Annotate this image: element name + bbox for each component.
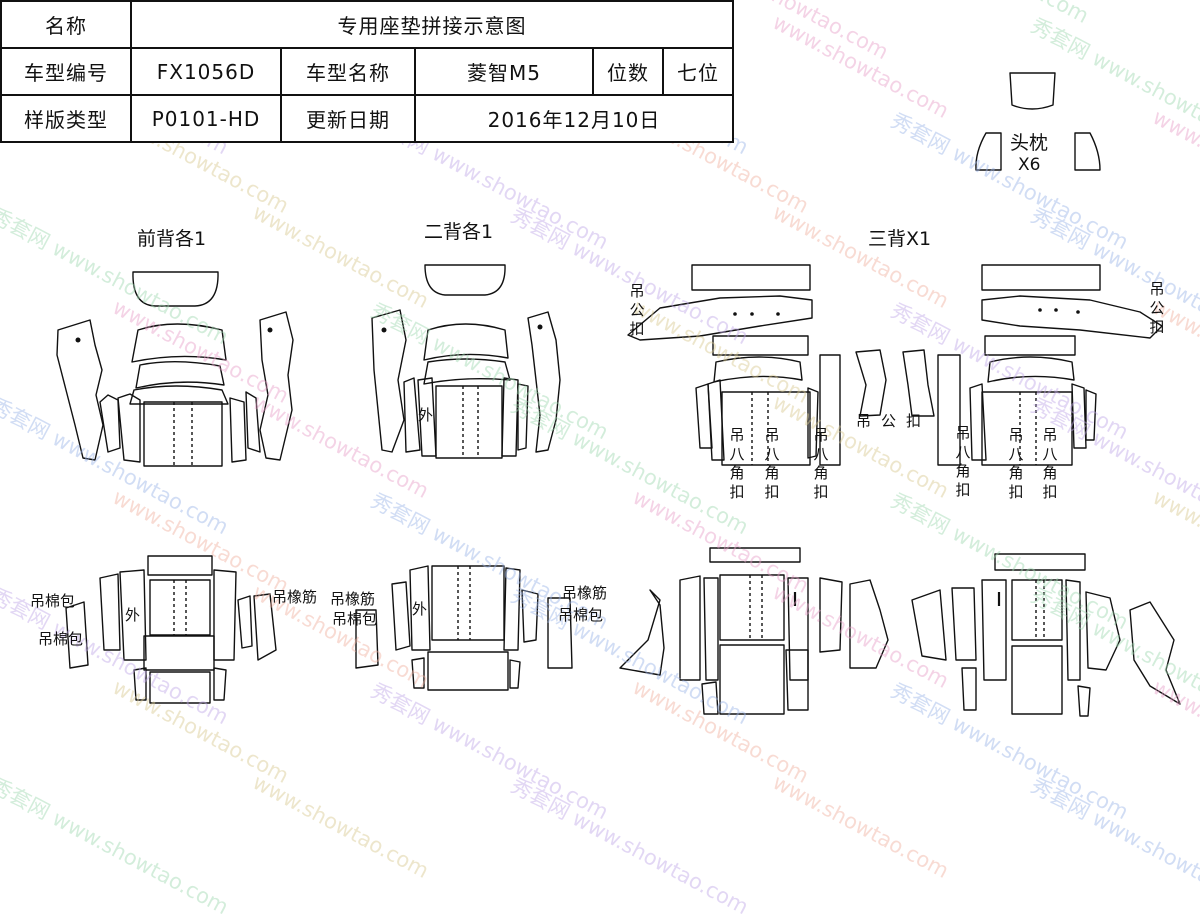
headrest-quantity: X6 xyxy=(1018,155,1041,175)
title-key: 名称 xyxy=(0,0,132,49)
outer-label-front-cushion: 外 xyxy=(125,606,141,624)
info-table: 名称 专用座垫拼接示意图 车型编号 FX1056D 车型名称 菱智M5 位数 七… xyxy=(0,0,734,143)
hang-corner-buckle-label-3: 吊八角扣 xyxy=(813,426,829,501)
seats-key: 位数 xyxy=(592,47,664,96)
model-name-value: 菱智M5 xyxy=(414,47,594,96)
hang-cotton-label-3: 吊棉包 xyxy=(332,610,378,628)
third-cushion-right-pattern xyxy=(911,553,1181,717)
hang-rubber-label-3: 吊橡筋 xyxy=(562,584,608,602)
update-date-key: 更新日期 xyxy=(280,94,416,143)
model-code-value: FX1056D xyxy=(130,47,282,96)
front-back-pattern xyxy=(56,271,294,467)
template-type-key: 样版类型 xyxy=(0,94,132,143)
update-date-value: 2016年12月10日 xyxy=(414,94,734,143)
outer-label-second-cushion: 外 xyxy=(412,600,428,618)
headrest-pattern xyxy=(975,72,1101,171)
hang-male-buckle-label-center: 吊公扣 xyxy=(856,412,932,430)
headrest-label: 头枕 xyxy=(1010,132,1049,154)
section-title-third-back: 三背X1 xyxy=(868,228,932,250)
hang-corner-buckle-label-6: 吊八角扣 xyxy=(1042,426,1058,501)
hang-cotton-label-2: 吊棉包 xyxy=(38,630,84,648)
front-cushion-pattern xyxy=(65,555,277,704)
hang-cotton-label-4: 吊棉包 xyxy=(558,606,604,624)
diagram-title: 专用座垫拼接示意图 xyxy=(130,0,734,49)
hang-rubber-label-2: 吊橡筋 xyxy=(330,590,376,608)
outer-label-second-back: 外 xyxy=(418,406,434,424)
model-name-key: 车型名称 xyxy=(280,47,416,96)
third-back-pattern xyxy=(627,264,1163,466)
info-row-template: 样版类型 P0101-HD 更新日期 2016年12月10日 xyxy=(0,94,734,143)
hang-male-buckle-label-left: 吊公扣 xyxy=(629,282,645,338)
hang-corner-buckle-label-1: 吊八角扣 xyxy=(729,426,745,501)
hang-corner-buckle-label-4: 吊八角扣 xyxy=(955,424,971,499)
info-row-title: 名称 专用座垫拼接示意图 xyxy=(0,0,734,49)
seats-value: 七位 xyxy=(662,47,734,96)
second-back-pattern xyxy=(371,264,561,459)
info-row-model: 车型编号 FX1056D 车型名称 菱智M5 位数 七位 xyxy=(0,47,734,96)
third-cushion-left-pattern xyxy=(619,547,889,715)
model-code-key: 车型编号 xyxy=(0,47,132,96)
hang-rubber-label-1: 吊橡筋 xyxy=(272,588,318,606)
second-cushion-pattern xyxy=(355,565,573,691)
section-title-second-back: 二背各1 xyxy=(424,221,494,243)
section-title-front-back: 前背各1 xyxy=(137,228,207,250)
seat-cover-pattern-diagram xyxy=(56,72,1181,717)
hang-corner-buckle-label-2: 吊八角扣 xyxy=(764,426,780,501)
hang-male-buckle-label-right: 吊公扣 xyxy=(1149,280,1165,336)
hang-cotton-label-1: 吊棉包 xyxy=(30,592,76,610)
hang-corner-buckle-label-5: 吊八角扣 xyxy=(1008,426,1024,501)
template-type-value: P0101-HD xyxy=(130,94,282,143)
